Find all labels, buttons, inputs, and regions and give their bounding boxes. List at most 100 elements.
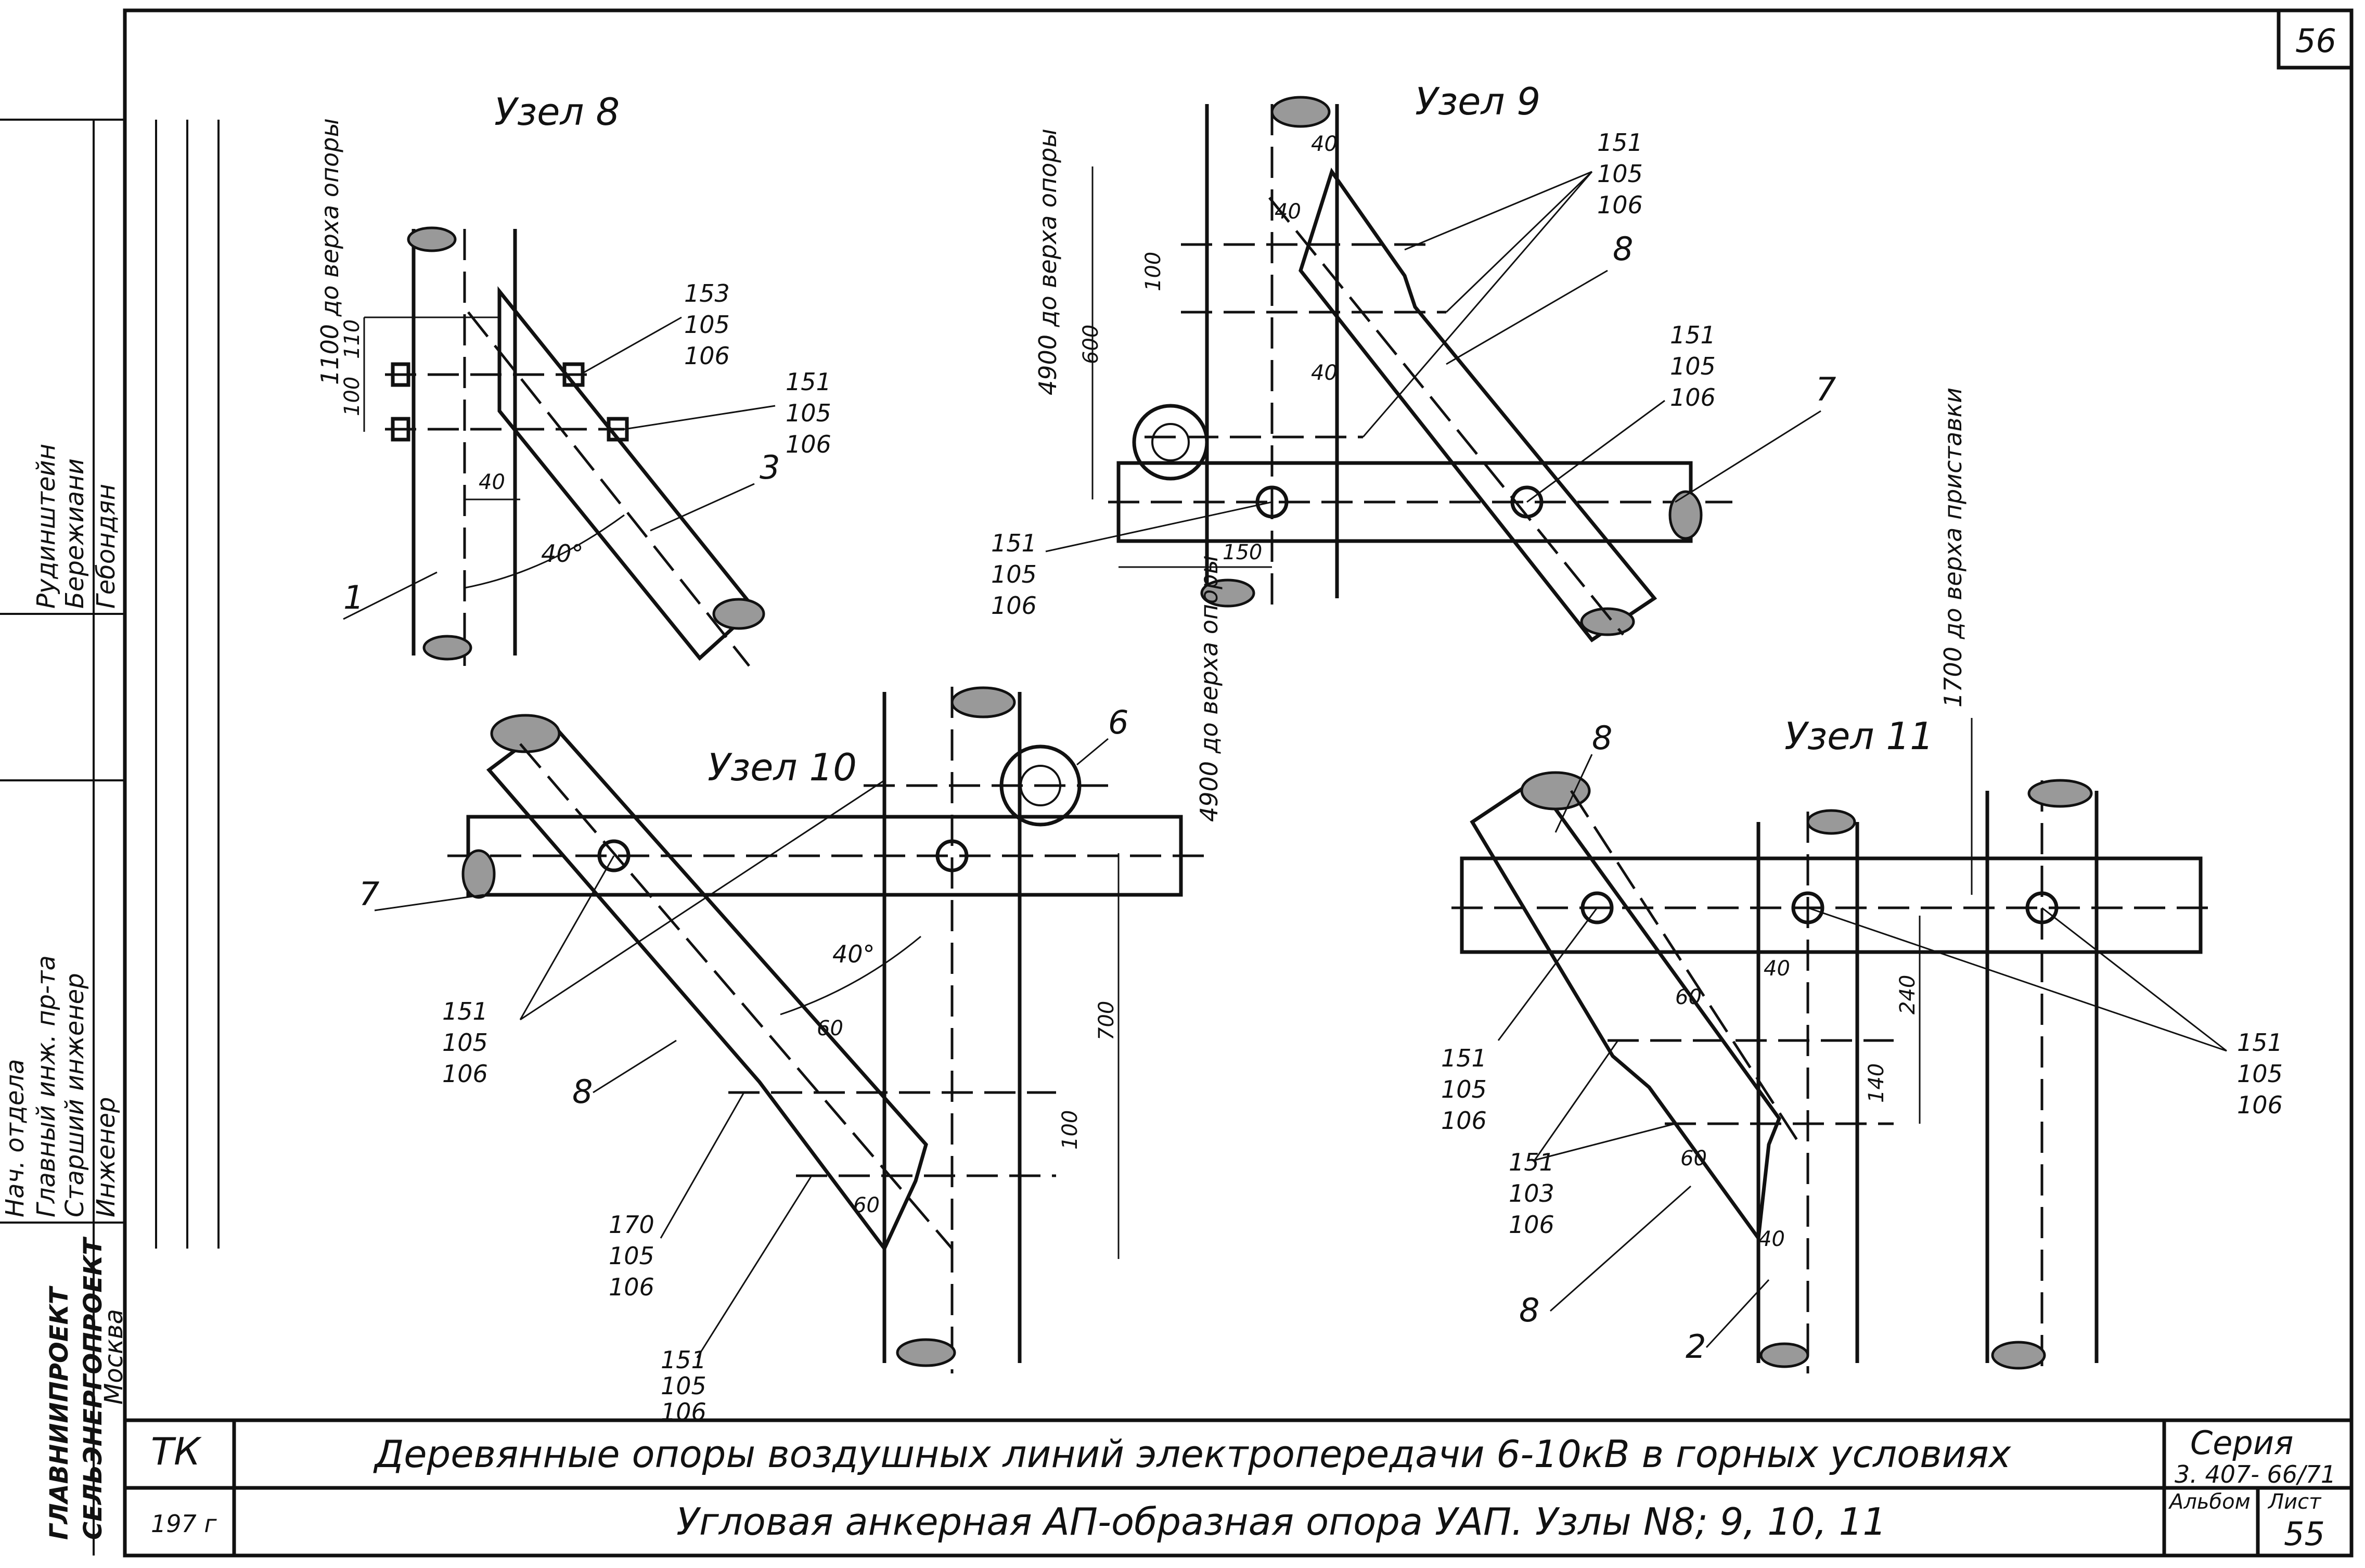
node-10-title: Узел 10 (708, 746, 857, 789)
callout-153-1: 105 (684, 311, 730, 339)
staff-roles: Нач. отдела Главный инж. пр-та Старший и… (1, 955, 121, 1217)
dim-100: 100 (340, 377, 364, 416)
series-value: 3. 407- 66/71 (2175, 1460, 2336, 1488)
part-8-11a-leader (1554, 754, 1593, 833)
staff-role-2: Старший инженер (60, 973, 89, 1217)
extension-pole-top (2027, 779, 2093, 808)
callout-151-9top-1: 105 (1597, 160, 1643, 188)
crossarm-7-end (1668, 490, 1703, 540)
pole-11-top-section (1806, 809, 1856, 835)
callout-151b-11-leader-b (1534, 1123, 1676, 1161)
page-number-box (2277, 8, 2354, 70)
callout-151b-11-leader-a (1534, 1040, 1619, 1161)
callout-151-9top-0: 151 (1597, 128, 1643, 157)
callout-151-11-0: 151 (1441, 1044, 1487, 1072)
strut-11-axis (1570, 790, 1802, 1146)
callout-170-0: 170 (609, 1211, 654, 1239)
dim-240: 240 (1896, 975, 1920, 1014)
bolt-11-b (1791, 891, 1824, 924)
sheet-label: Лист (2267, 1490, 2322, 1514)
callout-151-9low-leader (1045, 501, 1273, 552)
angle-40-10: 40° (832, 940, 875, 968)
part-1: 1 (343, 579, 364, 616)
title-main: Деревянные опоры воздушных линий электро… (373, 1432, 2012, 1476)
dim-60-10b: 60 (853, 1193, 880, 1217)
part-8-9: 8 (1613, 230, 1633, 268)
part-7-9: 7 (1816, 370, 1836, 408)
dim-40-9b: 40 (1275, 200, 1301, 224)
strut-10 (486, 721, 928, 1252)
extension-pole-bottom (1991, 1341, 2046, 1370)
callout-151-9top-2: 106 (1597, 191, 1643, 219)
callout-170-2: 106 (609, 1273, 654, 1301)
part-7-10: 7 (359, 875, 379, 913)
callout-151-11r-leader-a (2041, 907, 2227, 1052)
staff-name-1: Бережиани (60, 458, 89, 609)
bolt-11-a (1580, 891, 1614, 924)
crossarm-10-end (461, 849, 496, 899)
callout-151-11r-leader-b (1807, 907, 2227, 1052)
callout-170-1: 105 (609, 1242, 654, 1270)
callout-151-1: 105 (786, 399, 831, 427)
callout-151-10b-leader (696, 1175, 813, 1358)
callout-151-11-leader (1497, 907, 1598, 1041)
callout-151-10-leader-a (519, 855, 615, 1020)
title-sub: Угловая анкерная АП-образная опора УАП. … (676, 1500, 1886, 1544)
callout-153-0: 153 (684, 279, 730, 307)
callout-151b-11-0: 151 (1509, 1148, 1554, 1176)
part-8-10: 8 (572, 1073, 593, 1111)
callout-151-9low-1: 105 (991, 560, 1037, 588)
title-block: ТК 197 г Деревянные опоры воздушных лини… (125, 1418, 2351, 1556)
crossarm-11 (1460, 856, 2203, 954)
pole-9-top-section (1270, 96, 1331, 128)
callout-151-9low-0: 151 (991, 529, 1037, 557)
part-3-leader (650, 483, 755, 532)
staff-name-0: Рудинштейн (32, 444, 61, 609)
strut-11-top-section (1520, 771, 1591, 811)
part-3: 3 (760, 448, 780, 486)
nut-lower-left (391, 417, 410, 442)
angle-40-arc (464, 514, 625, 589)
angle-40: 40° (541, 539, 584, 568)
part-2-leader (1705, 1279, 1770, 1348)
callout-151-10-leader-b (520, 779, 885, 1021)
part-7-10-leader (374, 894, 484, 911)
strut-10-top-section (490, 714, 561, 753)
callout-151-10b-0: 151 (661, 1346, 706, 1374)
dim-60-11a: 60 (1675, 985, 1702, 1009)
dim-40-9c: 40 (1311, 361, 1338, 385)
part-6-leader (1076, 738, 1109, 766)
node-8-title: Узел 8 (494, 90, 620, 134)
node-11: Узел 11 40 40 60 60 240 140 151 (1441, 714, 2283, 1373)
callout-151-leader (624, 405, 776, 430)
dim-110: 110 (340, 319, 364, 359)
org-line2: СЕЛЬЭНЕРГОПРОЕКТ (79, 1237, 108, 1540)
album-label: Альбом (2168, 1490, 2251, 1514)
bolt-11-c (2025, 891, 2059, 924)
strut-8 (1299, 168, 1657, 642)
callout-153-leader (580, 316, 682, 376)
callout-151b-11-2: 106 (1509, 1211, 1554, 1239)
node-11-title: Узел 11 (1784, 714, 1934, 758)
staff-name-2: Гебондян (92, 484, 121, 609)
node-10: Узел 10 4900 до верха опоры 6 700 100 40… (359, 555, 1223, 1426)
callout-151-10-2: 106 (442, 1060, 488, 1088)
dim-150: 150 (1223, 541, 1262, 564)
title-tk: ТК (151, 1430, 202, 1473)
callout-151b-11-1: 103 (1509, 1179, 1554, 1207)
angle-40-arc-10 (780, 935, 921, 1016)
sheet-value: 55 (2284, 1515, 2325, 1553)
callout-151-10-1: 105 (442, 1029, 488, 1057)
org-line1: ГЛАВНИИПРОЕКТ (45, 1286, 74, 1540)
callout-151-9mid-2: 106 (1670, 383, 1716, 412)
dim-40-9a: 40 (1311, 132, 1338, 156)
callout-151-9mid-1: 105 (1670, 352, 1716, 380)
title-year: 197 г (151, 1510, 217, 1538)
node-10-vertical-note: 4900 до верха опоры (1195, 555, 1223, 822)
organization-stamp: ГЛАВНИИПРОЕКТ СЕЛЬЭНЕРГОПРОЕКТ Москва (45, 1237, 128, 1540)
part-8-11b: 8 (1519, 1291, 1539, 1329)
dim-40-11b: 40 (1758, 1227, 1785, 1251)
callout-170-leader (660, 1092, 745, 1239)
strut-3 (497, 286, 757, 661)
org-city: Москва (99, 1309, 128, 1405)
